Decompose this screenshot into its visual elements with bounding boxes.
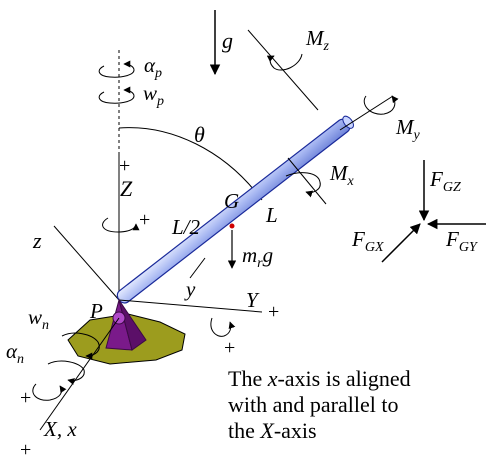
Mz-label: Mz xyxy=(305,26,330,54)
Z-axis-label: Z xyxy=(120,176,133,201)
X-rotation-arrow xyxy=(32,383,67,401)
w-n-label: wn xyxy=(28,305,49,333)
Mz-rotation-arrow xyxy=(266,53,303,71)
FGY-label: FGY xyxy=(445,227,479,255)
w-n-rotation-arrow xyxy=(61,332,100,360)
theta-arc xyxy=(118,127,263,201)
Z-rotation-arrow xyxy=(102,217,140,233)
z-body-label: z xyxy=(32,228,42,253)
weight-label: mrg xyxy=(242,243,273,271)
FGX-label: FGX xyxy=(351,227,384,255)
alpha-p-label: αp xyxy=(144,53,162,81)
G-label: G xyxy=(224,189,239,213)
Y-axis xyxy=(118,299,263,313)
z-body-axis xyxy=(53,225,120,301)
Y-plus-sign: + xyxy=(268,301,279,323)
L-half-label: L/2 xyxy=(171,215,201,239)
Y-axis-label: Y xyxy=(246,288,260,312)
FGX-arrow xyxy=(381,223,421,263)
FGZ-label: FGZ xyxy=(429,167,461,195)
note-line-3: the X-axis xyxy=(228,418,317,443)
Y-rotation-plus: + xyxy=(224,337,235,359)
X-plus-sign: + xyxy=(20,439,31,461)
Mx-axis-line xyxy=(287,157,327,205)
My-axis-line xyxy=(339,95,394,131)
w-p-rotation-arrow xyxy=(98,86,135,104)
pivot-pyramid-face xyxy=(118,299,147,351)
note-line-1: The x-axis is aligned xyxy=(228,366,411,391)
Z-plus-sign: + xyxy=(119,155,130,177)
X-x-axis-label: X, x xyxy=(43,417,77,441)
Z-rotation-plus: + xyxy=(139,209,150,231)
y-body-label: y xyxy=(184,277,196,301)
alpha-n-label: αn xyxy=(6,339,24,367)
gravity-label: g xyxy=(222,28,233,53)
w-p-label: wp xyxy=(143,81,164,109)
X-axis xyxy=(39,317,120,431)
My-rotation-arrow xyxy=(363,95,399,115)
note-line-2: with and parallel to xyxy=(228,392,398,417)
theta-label: θ xyxy=(194,122,205,147)
My-label: My xyxy=(395,115,421,143)
L-label: L xyxy=(265,203,278,227)
X-rotation-plus: + xyxy=(20,387,31,409)
alpha-p-rotation-arrow xyxy=(98,60,135,78)
y-body-axis-tick xyxy=(189,257,206,279)
alpha-n-rotation-arrow xyxy=(47,360,85,385)
Mx-rotation-arrow xyxy=(285,172,321,198)
center-of-mass-point xyxy=(229,223,235,229)
Mx-label: Mx xyxy=(329,161,355,189)
P-label: P xyxy=(89,299,103,323)
Y-rotation-arrow xyxy=(210,317,236,337)
